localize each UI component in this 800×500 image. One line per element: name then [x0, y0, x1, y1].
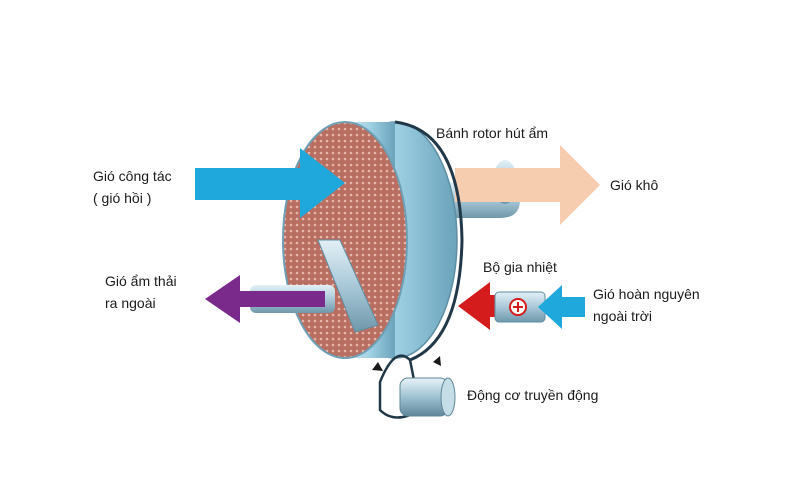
motor-label: Động cơ truyền động — [467, 387, 599, 403]
rotation-arrows-icon — [372, 356, 441, 371]
process-air-label-line1: Gió công tác — [93, 168, 172, 184]
humid-exhaust-label-line1: Gió ẩm thải — [105, 273, 177, 289]
humid-exhaust-arrow — [205, 275, 325, 323]
humid-exhaust-label-line2: ra ngoài — [105, 295, 156, 311]
regen-air-arrow — [538, 285, 585, 329]
heater-label: Bộ gia nhiệt — [483, 259, 557, 275]
process-air-label-line2: ( gió hồi ) — [93, 190, 152, 206]
heater-arrow — [458, 282, 515, 330]
regen-air-label-line1: Gió hoàn nguyên — [593, 286, 700, 302]
drive-motor — [378, 354, 456, 419]
regen-air-label-line2: ngoài trời — [593, 308, 652, 324]
heater — [494, 291, 546, 323]
process-air-arrow — [195, 148, 345, 218]
dry-air-label: Gió khô — [610, 177, 659, 193]
dry-air-arrow — [455, 145, 600, 225]
rotor-label: Bánh rotor hút ẩm — [436, 125, 549, 141]
